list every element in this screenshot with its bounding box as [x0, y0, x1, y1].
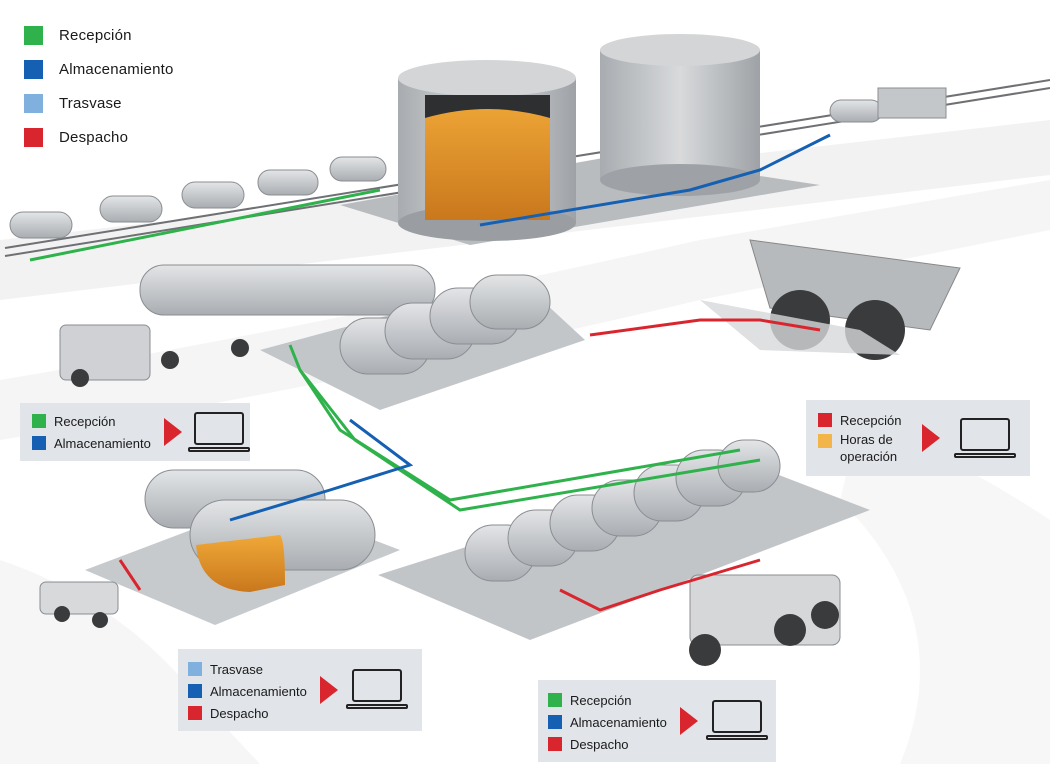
central-tank-farm — [260, 274, 585, 410]
panel-item-label: Almacenamiento — [54, 435, 151, 451]
panel-item-label: Recepción — [54, 413, 116, 429]
panel-item-label: Trasvase — [210, 661, 263, 677]
panel-swatch — [188, 662, 202, 676]
panel-swatch — [548, 737, 562, 751]
panel-swatch — [548, 715, 562, 729]
panel-item-label-line2: operación — [840, 449, 898, 464]
arrow-icon — [680, 707, 698, 735]
panel-swatch — [818, 413, 832, 427]
panel-item-recepcion: Recepción — [818, 409, 901, 431]
legend-label: Almacenamiento — [59, 60, 174, 78]
info-panel-left: Recepción Almacenamiento — [20, 403, 250, 461]
panel-swatch — [188, 706, 202, 720]
legend-label: Despacho — [59, 128, 129, 146]
panel-item-label: Almacenamiento — [210, 683, 307, 699]
pipelines — [29, 133, 831, 612]
panel-item-label: Almacenamiento — [570, 714, 667, 730]
legend-label: Trasvase — [59, 94, 122, 112]
legend: Recepción Almacenamiento Trasvase Despac… — [24, 18, 174, 154]
panel-swatch — [548, 693, 562, 707]
info-panel-right: Recepción Horas de operación — [806, 400, 1030, 476]
dispensing-tank-farm — [378, 439, 870, 666]
panel-item-recepcion: Recepción — [32, 410, 151, 432]
panel-item-almacenamiento: Almacenamiento — [32, 432, 151, 454]
rail-tank-cars — [9, 99, 883, 239]
legend-swatch-despacho — [24, 127, 43, 147]
panel-item-label: Recepción — [840, 412, 902, 428]
panel-item-almacenamiento: Almacenamiento — [548, 711, 667, 733]
panel-item-horas-de-operacion: Horas de operación — [818, 431, 901, 467]
info-panel-bottom-left: Trasvase Almacenamiento Despacho — [178, 649, 422, 731]
arrow-icon — [164, 418, 182, 446]
legend-swatch-trasvase — [24, 93, 43, 113]
panel-item-label: Horas de — [840, 432, 893, 447]
panel-item-label: Despacho — [210, 705, 269, 721]
panel-swatch — [32, 436, 46, 450]
panel-item-recepcion: Recepción — [548, 689, 667, 711]
panel-item-almacenamiento: Almacenamiento — [188, 680, 307, 702]
info-panel-bottom-right: Recepción Almacenamiento Despacho — [538, 680, 776, 762]
legend-label: Recepción — [59, 26, 132, 44]
panel-item-label-wrap: Horas de operación — [840, 431, 897, 465]
panel-swatch — [188, 684, 202, 698]
storage-silos — [340, 34, 947, 245]
legend-item-recepcion: Recepción — [24, 18, 174, 52]
legend-swatch-almacenamiento — [24, 59, 43, 79]
panel-item-label: Despacho — [570, 736, 629, 752]
panel-swatch — [818, 434, 832, 448]
tanker-truck — [59, 264, 436, 387]
legend-item-almacenamiento: Almacenamiento — [24, 52, 174, 86]
legend-item-trasvase: Trasvase — [24, 86, 174, 120]
panel-item-label: Recepción — [570, 692, 632, 708]
arrow-icon — [320, 676, 338, 704]
panel-item-despacho: Despacho — [188, 702, 307, 724]
legend-item-despacho: Despacho — [24, 120, 174, 154]
panel-item-trasvase: Trasvase — [188, 658, 307, 680]
arrow-icon — [922, 424, 940, 452]
small-tank-station — [39, 469, 400, 628]
legend-swatch-recepcion — [24, 25, 43, 45]
panel-item-despacho: Despacho — [548, 733, 667, 755]
panel-swatch — [32, 414, 46, 428]
